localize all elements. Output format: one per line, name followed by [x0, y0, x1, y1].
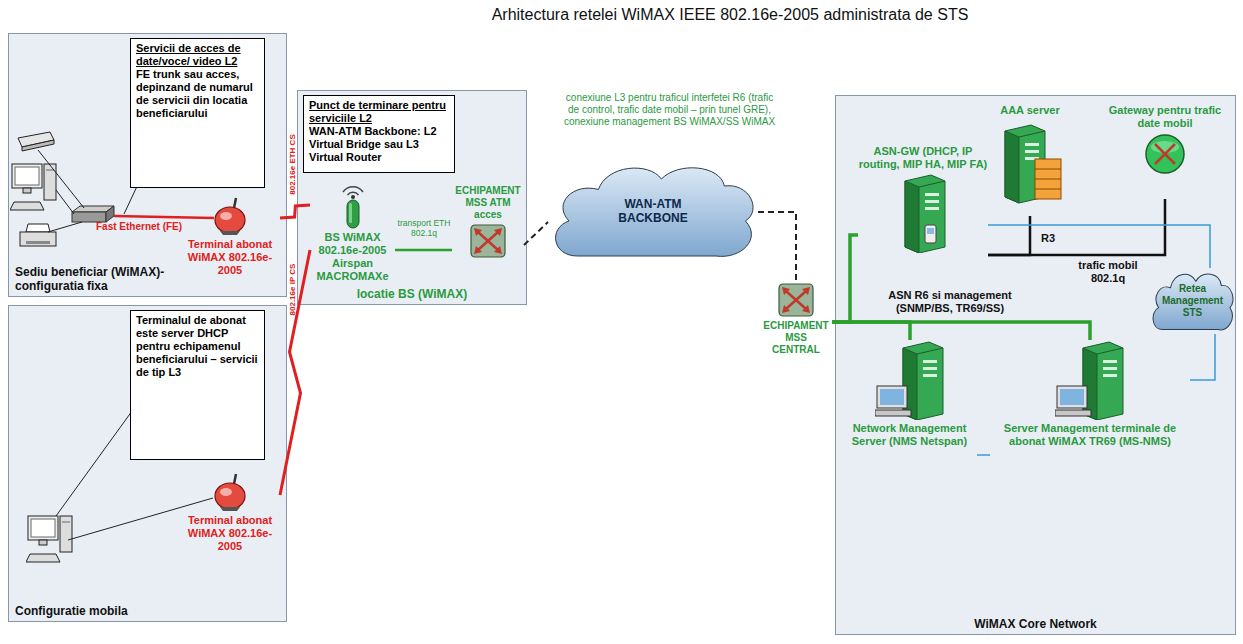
fast-ethernet-line	[114, 216, 214, 218]
site-region: locatie BS (WiMAX) Punct de terminare pen…	[297, 90, 527, 305]
connector	[524, 222, 548, 245]
equipment-icon	[212, 196, 248, 236]
connector	[977, 454, 990, 456]
note-heading: Punct de terminare pentru serviciile L2	[309, 99, 449, 125]
connector	[758, 212, 796, 282]
equipment-icon	[777, 282, 815, 318]
equipment-drawing	[1143, 132, 1187, 176]
equipment-icon	[995, 119, 1065, 205]
equipment-drawing	[212, 196, 248, 236]
equipment-drawing	[777, 282, 815, 318]
note-text: FE trunk sau acces, depinzand de numarul…	[136, 68, 259, 120]
server: ASN-GW (DHCP, IP routing, MIP HA, MIP FA…	[858, 145, 988, 285]
equipment-label: ASN-GW (DHCP, IP routing, MIP HA, MIP FA…	[858, 145, 988, 171]
equipment-icon	[212, 472, 248, 512]
lan-cables	[38, 150, 140, 232]
subscriber-terminal: Terminal abonat WiMAX 802.16e-2005	[180, 472, 280, 553]
gateway-router: Gateway pentru trafic date mobil	[1100, 104, 1230, 199]
cloud-label: Retea Management STS	[1161, 283, 1225, 319]
equipment-icon	[1143, 132, 1187, 176]
equipment-icon	[875, 340, 945, 420]
connector	[1190, 334, 1215, 380]
equipment-drawing	[469, 223, 507, 259]
link-label: trafic mobil 802.1q	[1068, 259, 1148, 285]
equipment-icon	[1055, 340, 1125, 420]
note-box: Terminalul de abonat este server DHCP pe…	[130, 310, 265, 460]
cloud-label: WAN-ATM BACKBONE	[608, 197, 698, 225]
connector	[832, 322, 1090, 340]
switch-equipment: ECHIPAMENT MSS CENTRAL	[760, 282, 832, 372]
equipment-drawing	[212, 472, 248, 512]
network-cloud: WAN-ATM BACKBONE	[548, 158, 758, 263]
pc-icon	[26, 516, 72, 562]
equipment-drawing	[995, 119, 1065, 205]
equipment-label: BS WiMAX 802.16e-2005 Airspan MACROMAXe	[310, 231, 395, 283]
network-cloud: Retea Management STS	[1150, 268, 1235, 334]
equipment-icon	[895, 173, 951, 253]
link-label: transport ETH 802.1q	[396, 218, 452, 238]
base-station: BS WiMAX 802.16e-2005 Airspan MACROMAXe	[310, 183, 395, 283]
region-heading: Configuratie mobila	[15, 604, 128, 618]
note-box: Servicii de acces de date/voce/ video L2…	[130, 38, 265, 188]
server: Network Management Server (NMS Netspan)	[842, 340, 977, 480]
connector	[832, 235, 858, 322]
equipment-drawing	[875, 340, 945, 420]
site-region: Sediu beneficiar (WiMAX)- configuratia f…	[8, 33, 287, 297]
equipment-label: AAA server	[1000, 104, 1060, 117]
equipment-label: Gateway pentru trafic date mobil	[1100, 104, 1230, 130]
region-heading: locatie BS (WiMAX)	[357, 287, 468, 301]
equipment-drawing	[338, 183, 368, 229]
scanner-icon	[18, 132, 54, 151]
equipment-label: Terminal abonat WiMAX 802.16e-2005	[180, 514, 280, 553]
connector	[988, 216, 1030, 255]
note-heading: Servicii de acces de date/voce/ video L2	[136, 42, 259, 68]
equipment-label: Terminal abonat WiMAX 802.16e-2005	[180, 238, 280, 277]
printer-icon	[20, 224, 56, 246]
connector	[832, 322, 910, 340]
note-text: Terminalul de abonat este server DHCP pe…	[136, 314, 259, 379]
switch-icon	[72, 206, 114, 222]
link-note: conexiune L3 pentru traficul interfetei …	[562, 92, 777, 128]
equipment-label: ECHIPAMENT MSS CENTRAL	[760, 320, 832, 356]
equipment-drawing	[895, 173, 951, 253]
diagram-title: Arhitectura retelei WiMAX IEEE 802.16e-2…	[430, 6, 1030, 24]
switch-equipment: ECHIPAMENT MSS ATM acces	[452, 185, 524, 263]
core-region: WiMAX Core Network ASN-GW (DHCP, IP routi…	[835, 95, 1236, 635]
link-label: 802.16e IP CS	[288, 254, 297, 326]
equipment-label: Server Management terminale de abonat Wi…	[990, 422, 1190, 448]
region-heading: Sediu beneficiar (WiMAX)- configuratia f…	[15, 265, 180, 293]
server: Server Management terminale de abonat Wi…	[990, 340, 1190, 480]
note-box: Punct de terminare pentru serviciile L2W…	[303, 95, 455, 173]
bus-label: ASN R6 si management (SNMP/BS, TR69/SS)	[864, 289, 1036, 315]
pc-icon	[10, 164, 56, 210]
region-heading: WiMAX Core Network	[974, 617, 1097, 631]
equipment-label: ECHIPAMENT MSS ATM acces	[452, 185, 524, 221]
site-region: Configuratie mobila Terminalul de abonat …	[8, 305, 287, 622]
connector	[280, 250, 310, 495]
connector	[280, 205, 310, 218]
cable-label: Fast Ethernet (FE)	[96, 221, 196, 233]
equipment-icon	[338, 183, 368, 229]
subscriber-terminal: Terminal abonat WiMAX 802.16e-2005	[180, 196, 280, 277]
equipment-label: Network Management Server (NMS Netspan)	[842, 422, 977, 448]
equipment-icon	[469, 223, 507, 259]
connector	[988, 199, 1165, 255]
server: AAA server	[990, 104, 1070, 216]
note-text: WAN-ATM Backbone: L2 Virtual Bridge sau …	[309, 125, 449, 164]
connector	[395, 249, 452, 252]
link-label: R3	[1036, 232, 1060, 245]
equipment-drawing	[1055, 340, 1125, 420]
link-label: 802.16e ETH CS	[288, 129, 297, 201]
